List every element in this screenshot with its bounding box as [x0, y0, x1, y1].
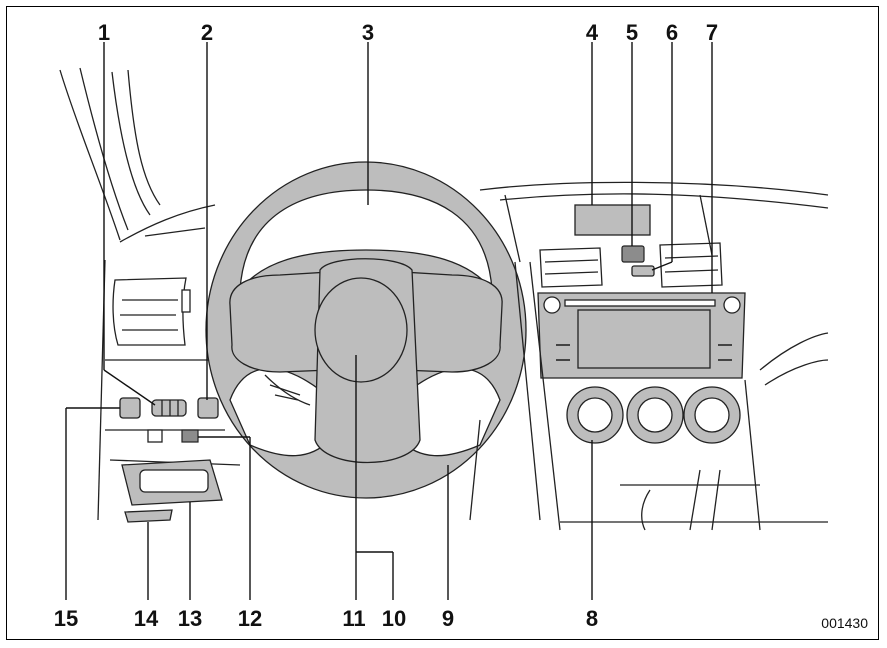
- a-pillar: [59, 67, 161, 241]
- center-console: [469, 204, 829, 531]
- callout-5: 5: [626, 20, 638, 45]
- dashboard-top: [119, 181, 829, 263]
- lever-14: [124, 509, 173, 523]
- dial-1: [151, 399, 187, 417]
- leader-lines: [65, 42, 713, 600]
- callout-6: 6: [666, 20, 678, 45]
- left-air-vent: [112, 277, 191, 346]
- button-5: [621, 245, 645, 263]
- callout-9: 9: [442, 606, 454, 631]
- display-4: [574, 204, 651, 236]
- callout-13: 13: [178, 606, 202, 631]
- switch-2: [197, 397, 219, 419]
- button-6: [631, 265, 655, 277]
- callout-12: 12: [238, 606, 262, 631]
- callout-labels: 1 2 3 4 5 6 7 8 9 10 11 12 13 14 15: [54, 20, 718, 631]
- callout-14: 14: [134, 606, 159, 631]
- switch-12: [181, 429, 199, 443]
- switch-panel: [119, 397, 219, 443]
- figure-id: 001430: [821, 615, 868, 631]
- switch-blank: [147, 429, 163, 443]
- callout-7: 7: [706, 20, 718, 45]
- knee-panel: [121, 459, 223, 523]
- callout-2: 2: [201, 20, 213, 45]
- steering-wheel: [205, 161, 527, 499]
- callout-8: 8: [586, 606, 598, 631]
- callout-3: 3: [362, 20, 374, 45]
- horn-pad: [314, 277, 408, 383]
- callout-11: 11: [342, 606, 365, 631]
- callout-4: 4: [586, 20, 599, 45]
- switch-15: [119, 397, 141, 419]
- callout-15: 15: [54, 606, 78, 631]
- figure-frame: [6, 6, 879, 640]
- callout-10: 10: [382, 606, 406, 631]
- callout-1: 1: [98, 20, 110, 45]
